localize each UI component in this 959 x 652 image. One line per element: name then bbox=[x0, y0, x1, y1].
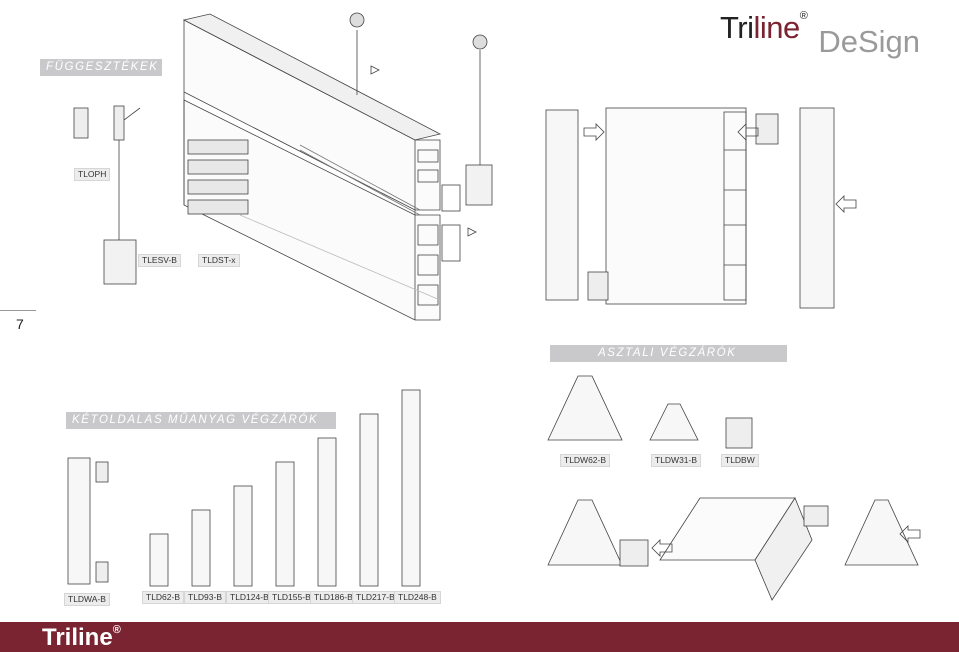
part-label-tld93-b: TLD93-B bbox=[184, 591, 227, 604]
part-label-tldw62-b: TLDW62-B bbox=[560, 454, 611, 467]
brand-logo-prefix: Tri bbox=[720, 10, 754, 45]
part-label-tldbw: TLDBW bbox=[721, 454, 759, 467]
section-header-table-end-caps: ASZTALI VÉGZÁRÓK bbox=[550, 345, 787, 362]
part-label-tldwa-b: TLDWA-B bbox=[64, 593, 110, 606]
section-header-hangers: FÜGGESZTÉKEK bbox=[40, 59, 162, 76]
part-label-tld124-b: TLD124-B bbox=[226, 591, 273, 604]
part-label-tlesv-b: TLESV-B bbox=[138, 254, 181, 267]
page-number: 7 bbox=[16, 316, 24, 332]
brand-tagline: DeSign bbox=[818, 24, 921, 59]
double-sided-end-caps-drawing bbox=[67, 389, 421, 587]
part-label-tld155-b: TLD155-B bbox=[268, 591, 315, 604]
part-label-tld248-b: TLD248-B bbox=[394, 591, 441, 604]
profile-panel-drawing bbox=[182, 12, 493, 321]
footer-logo: Triline® bbox=[42, 624, 121, 652]
table-end-caps-drawing bbox=[547, 375, 921, 601]
end-cap-exploded-drawing bbox=[545, 107, 857, 309]
brand-logo-suffix: line bbox=[753, 10, 801, 45]
part-label-tldst-x: TLDST-x bbox=[198, 254, 240, 267]
brand-logo: Triline® DeSign bbox=[720, 10, 920, 59]
hanger-parts-drawing bbox=[73, 105, 141, 285]
part-label-tloph: TLOPH bbox=[74, 168, 111, 181]
footer-bar bbox=[0, 622, 959, 652]
part-label-tld62-b: TLD62-B bbox=[142, 591, 185, 604]
registered-mark: ® bbox=[799, 10, 808, 22]
footer-logo-text: Triline bbox=[42, 624, 113, 651]
part-label-tld186-b: TLD186-B bbox=[310, 591, 357, 604]
footer-registered-mark: ® bbox=[112, 624, 121, 636]
page-divider bbox=[0, 310, 36, 311]
part-label-tld217-b: TLD217-B bbox=[352, 591, 399, 604]
part-label-tldw31-b: TLDW31-B bbox=[651, 454, 702, 467]
section-header-double-sided-end-caps: KÉTOLDALAS MŰANYAG VÉGZÁRÓK bbox=[66, 412, 336, 429]
